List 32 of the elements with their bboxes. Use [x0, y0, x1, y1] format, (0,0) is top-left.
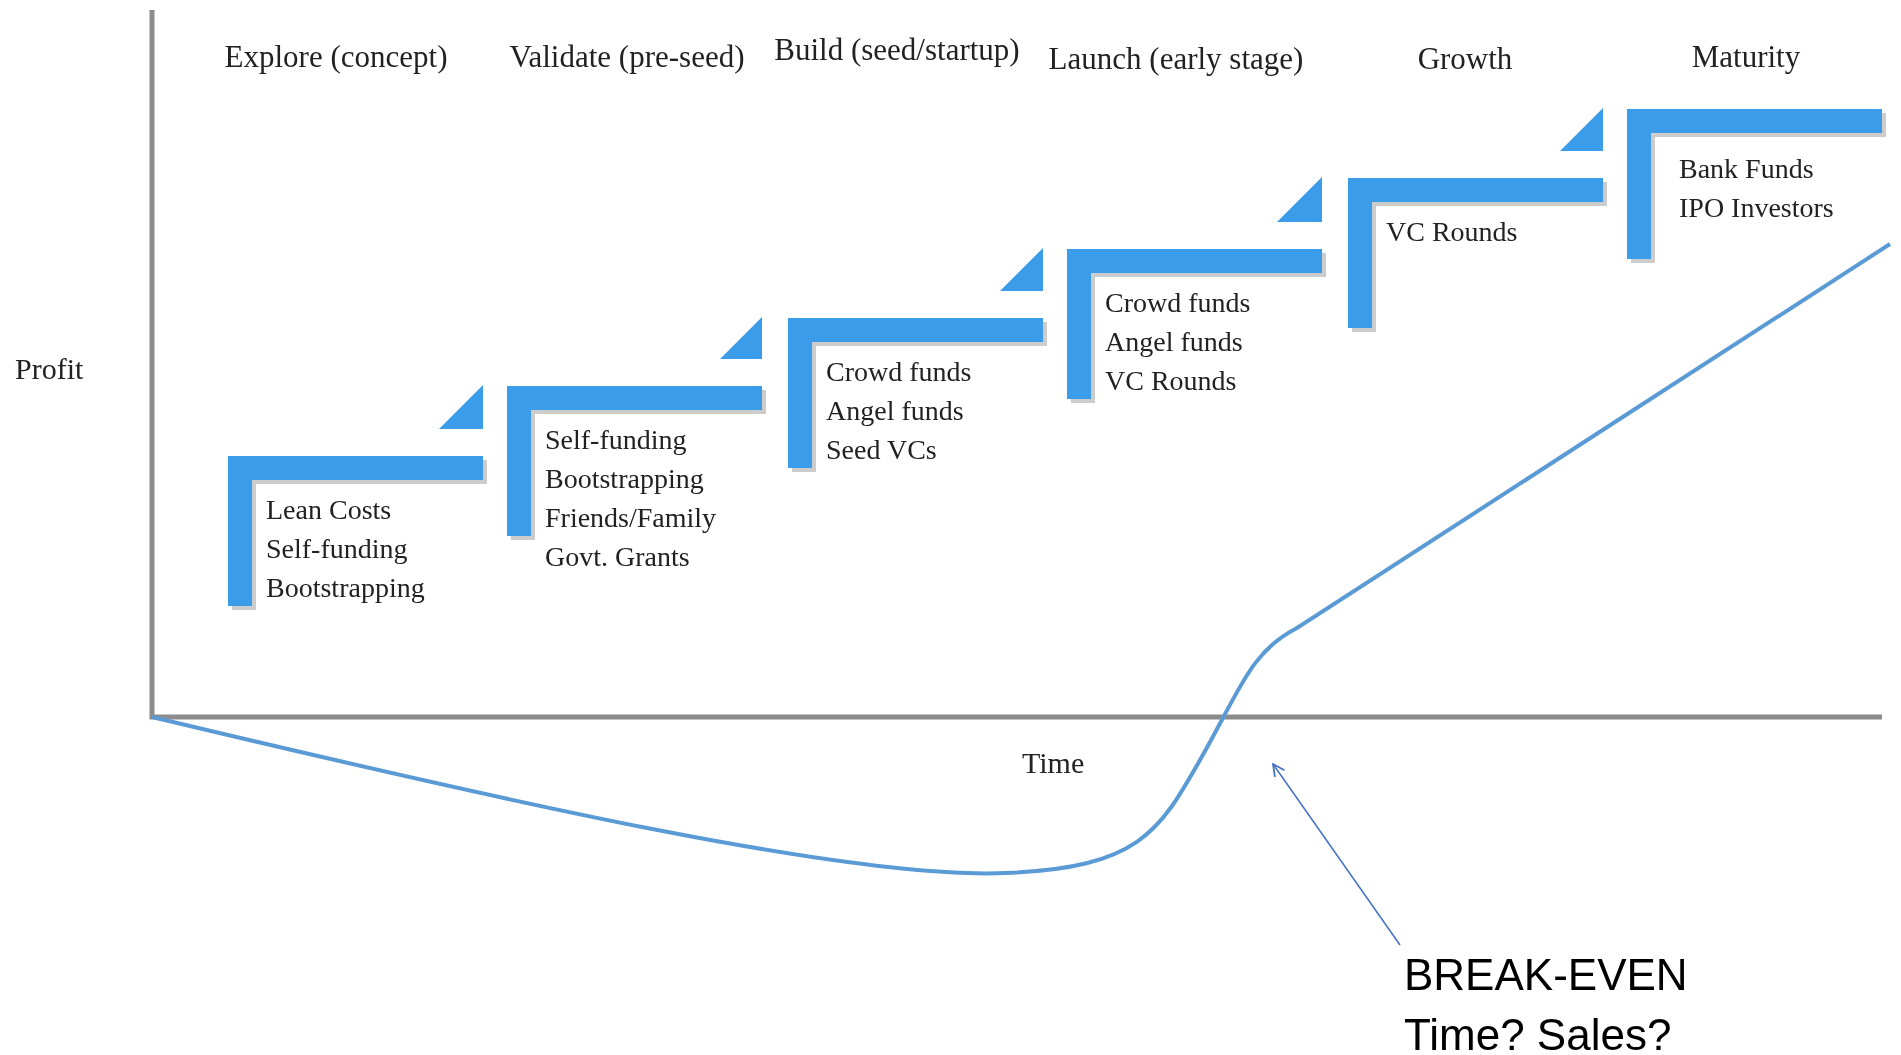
funding-source: Angel funds — [826, 394, 965, 428]
funding-source: Lean Costs — [266, 493, 393, 527]
funding-source: Bootstrapping — [266, 571, 425, 605]
funding-source: Crowd funds — [826, 355, 972, 389]
funding-source: VC Rounds — [1386, 215, 1518, 249]
step-arrow — [1277, 177, 1322, 222]
funding-source: IPO Investors — [1679, 191, 1834, 225]
step-arrow — [720, 317, 762, 359]
note-text: BREAK-EVEN — [1404, 949, 1689, 1001]
axis-label: Profit — [15, 351, 84, 387]
stage-heading: Validate (pre-seed) — [508, 38, 746, 76]
funding-source: Bank Funds — [1679, 152, 1815, 186]
funding-source: Self-funding — [545, 423, 688, 457]
funding-source: Friends/Family — [545, 501, 717, 535]
funding-source: Govt. Grants — [545, 540, 691, 574]
funding-source: Self-funding — [266, 532, 409, 566]
step-arrow — [1560, 108, 1603, 151]
step-arrow — [439, 385, 483, 429]
funding-source: VC Rounds — [1105, 364, 1238, 398]
stage-heading: Launch (early stage) — [1047, 40, 1305, 78]
funding-source: Crowd funds — [1105, 286, 1251, 320]
stage-heading: Growth — [1416, 40, 1514, 78]
step-arrow — [1000, 248, 1043, 291]
stage-heading: Build (seed/startup) — [773, 31, 1021, 69]
funding-source: Angel funds — [1105, 325, 1244, 359]
leader-line — [1272, 763, 1401, 946]
stage-heading: Explore (concept) — [223, 38, 449, 76]
note-text: Time? Sales? — [1404, 1009, 1673, 1055]
funding-source: Bootstrapping — [545, 462, 705, 496]
funding-source: Seed VCs — [826, 433, 938, 467]
stage-heading: Maturity — [1690, 38, 1802, 76]
axis-label: Time — [1022, 745, 1085, 781]
